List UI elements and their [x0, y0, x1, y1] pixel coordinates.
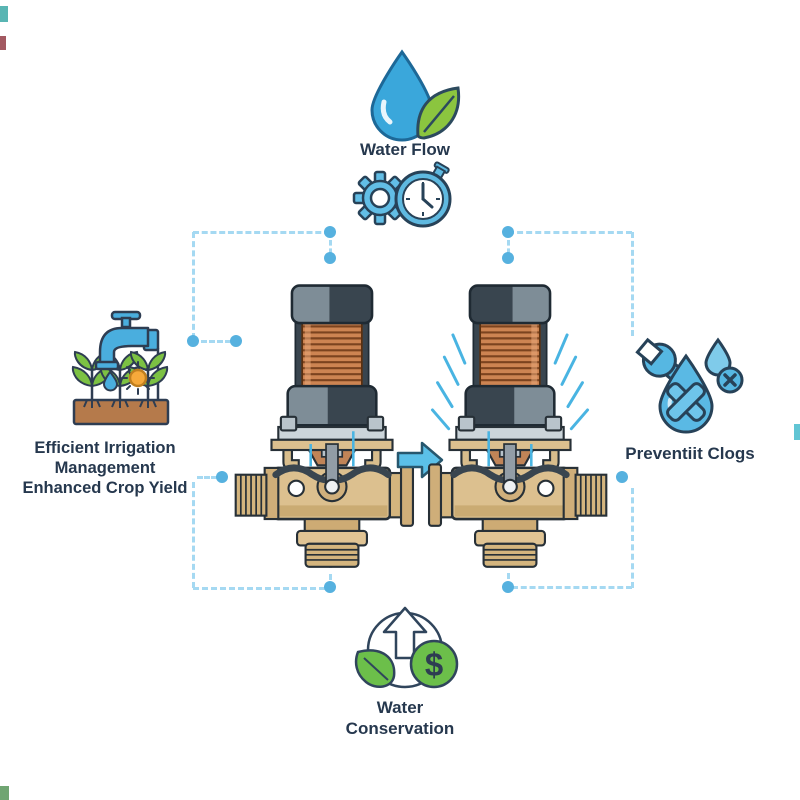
connector-left-top [193, 231, 330, 234]
connector-dot [502, 252, 514, 264]
solenoid-valve-before [234, 282, 430, 572]
connector-left-vertical [192, 232, 195, 339]
connector-dot [324, 581, 336, 593]
gear-stopwatch-icon [352, 161, 452, 228]
connector-left-vertical-lower [192, 482, 195, 588]
edge-artifact [794, 424, 800, 440]
connector-dot [324, 226, 336, 238]
water-conservation-line: Conservation [345, 718, 455, 738]
edge-artifact [0, 36, 6, 50]
wrench-clog-icon [635, 337, 744, 434]
connector-left-label-branch [197, 476, 217, 479]
connector-left-bottom-stub [329, 562, 332, 580]
irrigation-label: Efficient Irrigation Management Enhanced… [10, 438, 200, 498]
connector-right-bottom [512, 586, 632, 589]
irrigation-label-line: Efficient Irrigation [34, 439, 176, 457]
connector-right-bottom-stub [507, 561, 510, 579]
water-flow-label: Water Flow [359, 140, 451, 159]
leaf-dollar-growth-icon: $ [354, 606, 459, 689]
connector-dot [616, 471, 628, 483]
connector-right-vertical-lower [631, 488, 634, 588]
water-conservation-label: Water Conservation [310, 698, 490, 739]
connector-right-vertical [631, 232, 634, 336]
dollar-sign-glyph: $ [425, 646, 443, 683]
connector-right-top [508, 231, 632, 234]
connector-dot [230, 335, 242, 347]
water-conservation-line: Water [376, 698, 424, 717]
connector-left-stub [329, 240, 332, 254]
connector-dot [187, 335, 199, 347]
connector-dot [502, 581, 514, 593]
connector-left-branch [201, 340, 231, 343]
connector-left-bottom [193, 587, 325, 590]
irrigation-label-line: Management [54, 459, 156, 478]
vibration-lines [430, 333, 590, 431]
irrigation-label-line: Enhanced Crop Yield [22, 479, 188, 498]
prevent-clogs-label: Preventiit Clogs [625, 444, 755, 463]
faucet-crops-icon [71, 310, 170, 426]
solenoid-valve-after [412, 282, 608, 572]
connector-dot [216, 471, 228, 483]
connector-right-stub [507, 240, 510, 254]
edge-artifact [0, 786, 9, 800]
connector-dot [502, 226, 514, 238]
edge-artifact [0, 6, 8, 22]
connector-dot [324, 252, 336, 264]
water-drop-leaf-icon [370, 49, 461, 142]
